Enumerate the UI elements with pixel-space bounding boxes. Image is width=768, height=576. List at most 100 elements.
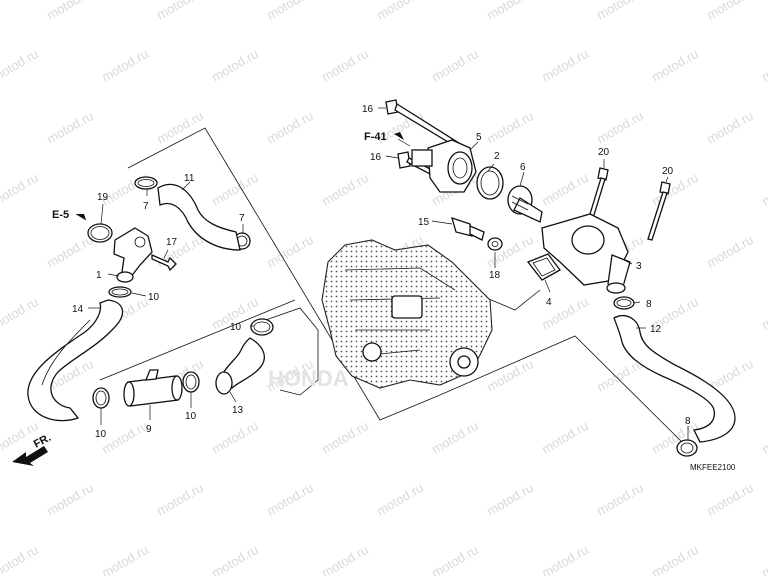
callout-16b: 16 — [370, 152, 382, 163]
callout-4: 4 — [546, 297, 552, 308]
part-11-hose — [157, 183, 241, 251]
part-12-hose — [613, 315, 736, 443]
part-13-hose — [215, 337, 265, 395]
callout-3: 3 — [636, 261, 642, 272]
watermark-text: motod.ru — [44, 0, 96, 23]
watermark-text: motod.ru — [0, 542, 41, 576]
watermark-text: motod.ru — [99, 542, 151, 576]
part-9-pipe — [123, 369, 183, 407]
callout-15: 15 — [418, 217, 430, 228]
watermark-text: motod.ru — [264, 0, 316, 23]
watermark-text: motod.ru — [649, 170, 701, 209]
watermark-text: motod.ru — [319, 542, 371, 576]
callout-labels: 1 2 3 4 5 6 7 7 8 8 9 10 10 10 10 11 12 … — [72, 104, 691, 440]
watermark-text: motod.ru — [0, 294, 41, 333]
watermark-text: motod.ru — [759, 46, 768, 85]
part-3-thermostat-housing — [541, 213, 631, 294]
part-10-clamp-c — [92, 387, 110, 409]
watermark-text: motod.ru — [0, 170, 41, 209]
reference-f41: F-41 — [364, 131, 387, 143]
watermark-text: motod.ru — [649, 542, 701, 576]
reference-f41-arrow-icon — [394, 132, 404, 140]
watermark-text: motod.ru — [704, 108, 756, 147]
diagram-code: MKFEE2100 — [690, 463, 736, 472]
watermark-text: motod.ru — [154, 480, 206, 519]
watermark-text: motod.ru — [594, 480, 646, 519]
callout-1: 1 — [96, 270, 102, 281]
watermark-text: motod.ru — [759, 418, 768, 457]
watermark-text: motod.ru — [209, 542, 261, 576]
watermark-text: motod.ru — [484, 108, 536, 147]
watermark-text: motod.ru — [44, 480, 96, 519]
watermark-text: motod.ru — [539, 542, 591, 576]
callout-8a: 8 — [646, 299, 652, 310]
callout-6: 6 — [520, 162, 526, 173]
callout-19: 19 — [97, 192, 109, 203]
watermark-text: motod.ru — [429, 418, 481, 457]
watermark-text: motod.ru — [0, 46, 41, 85]
watermark-text: motod.ru — [429, 46, 481, 85]
watermark-text: motod.ru — [704, 0, 756, 23]
leader-lines — [88, 107, 689, 440]
callout-10c: 10 — [95, 429, 107, 440]
callout-8b: 8 — [685, 416, 691, 427]
watermark-text: motod.ru — [539, 418, 591, 457]
callout-12: 12 — [650, 324, 662, 335]
callout-20b: 20 — [662, 166, 674, 177]
watermark-text: motod.ru — [649, 46, 701, 85]
watermark-text: motod.ru — [44, 232, 96, 271]
watermark-text: motod.ru — [374, 480, 426, 519]
watermark-text: motod.ru — [154, 232, 206, 271]
watermark-text: motod.ru — [209, 418, 261, 457]
part-4-gasket — [526, 253, 561, 281]
callout-2: 2 — [494, 151, 500, 162]
part-8-clamp-b — [676, 439, 698, 457]
engine-block: HONDA — [259, 239, 493, 396]
watermark-text: motod.ru — [759, 170, 768, 209]
callout-7b: 7 — [239, 213, 245, 224]
watermark-text: motod.ru — [44, 108, 96, 147]
callout-5: 5 — [476, 132, 482, 143]
part-18-washer — [487, 237, 503, 251]
callout-16a: 16 — [362, 104, 374, 115]
part-10-clamp-d — [182, 371, 200, 393]
watermark-text: motod.ru — [539, 46, 591, 85]
watermark-text: motod.ru — [264, 232, 316, 271]
watermark-text: motod.ru — [704, 232, 756, 271]
part-20-bolt-b — [647, 181, 671, 241]
callout-10b: 10 — [230, 322, 242, 333]
callout-10a: 10 — [148, 292, 160, 303]
reference-marks: E-5 F-41 — [52, 131, 404, 221]
direction-label: FR. — [32, 432, 53, 451]
callout-14: 14 — [72, 304, 84, 315]
part-15-sensor — [451, 216, 485, 241]
watermark-text: motod.ru — [759, 294, 768, 333]
reference-e5: E-5 — [52, 209, 69, 221]
watermark-text: motod.ru — [264, 108, 316, 147]
watermark-text: motod.ru — [594, 0, 646, 23]
callout-20a: 20 — [598, 147, 610, 158]
watermark-text: motod.ru — [99, 46, 151, 85]
watermark-text: motod.ru — [594, 108, 646, 147]
callout-10d: 10 — [185, 411, 197, 422]
watermark-text: motod.ru — [704, 480, 756, 519]
watermark-text: motod.ru — [429, 542, 481, 576]
watermark-text: motod.ru — [319, 418, 371, 457]
part-10-clamp-b — [250, 318, 274, 336]
watermark-text: motod.ru — [539, 170, 591, 209]
part-6-thermostat — [507, 185, 543, 223]
watermark-text: motod.ru — [209, 170, 261, 209]
part-14-hose — [27, 299, 124, 422]
callout-7a: 7 — [143, 201, 149, 212]
watermark-text: motod.ru — [99, 418, 151, 457]
part-1-water-joint — [113, 227, 153, 283]
callout-18: 18 — [489, 270, 501, 281]
part-2-seal — [476, 166, 504, 200]
watermark-text: motod.ru — [484, 480, 536, 519]
watermark-text: motod.ru — [484, 356, 536, 395]
watermark-text: motod.ru — [319, 170, 371, 209]
watermark-text: motod.ru — [484, 0, 536, 23]
watermark-text: motod.ru — [0, 418, 41, 457]
watermark-text: motod.ru — [484, 232, 536, 271]
